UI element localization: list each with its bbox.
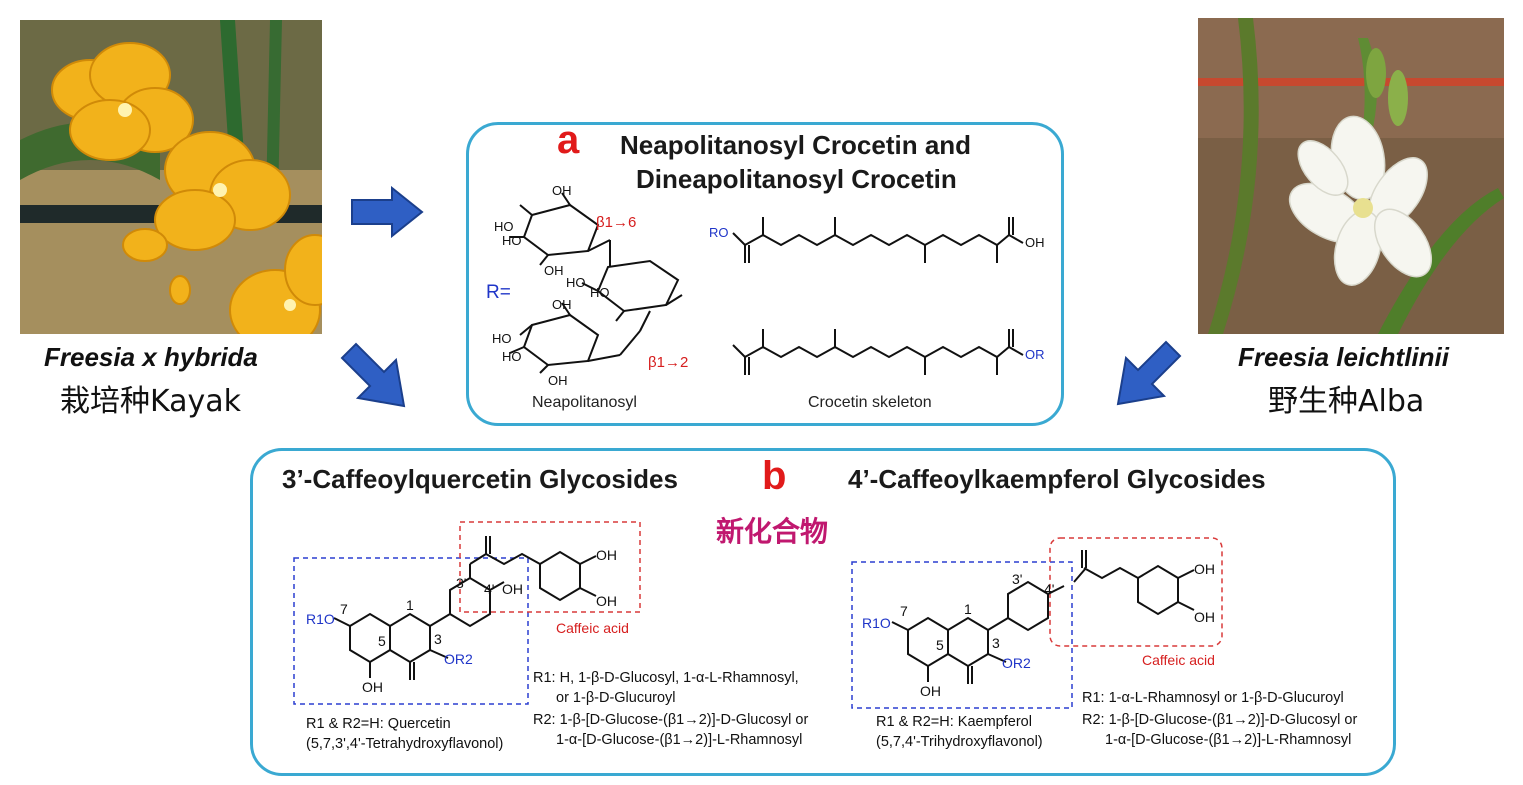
caffeic-acid-box-right — [1049, 537, 1223, 647]
photo-freesia-hybrida — [20, 20, 322, 334]
atom-4p-label: 4' — [484, 581, 494, 597]
atom-4p-label: 4' — [1044, 581, 1054, 597]
ho-label: HO — [494, 219, 514, 234]
quercetin-label-line1: R1 & R2=H: Quercetin — [306, 716, 451, 732]
atom-7-label: 7 — [340, 601, 348, 617]
beta12-label: β1→2 — [648, 354, 688, 371]
arrow-right-icon — [351, 186, 424, 238]
atom-1-label: 1 — [964, 601, 972, 617]
caffeic-acid-box-left — [459, 521, 641, 613]
quercetin-core-box — [293, 557, 529, 705]
kaempferol-r1-line1: R1: 1-α-L-Rhamnosyl or 1-β-D-Glucuroyl — [1082, 690, 1344, 706]
atom-3p-label: 3' — [456, 575, 466, 591]
panel-a-crocetin — [466, 122, 1064, 426]
arrow-down-left-icon — [1116, 340, 1182, 406]
ho-label: HO — [566, 275, 586, 290]
panel-b-right-title: 4’-Caffeoylkaempferol Glycosides — [848, 464, 1266, 494]
oh-label: OH — [596, 547, 617, 563]
caption-left-latin: Freesia x hybrida — [44, 342, 258, 372]
caffeic-acid-label-right: Caffeic acid — [1142, 652, 1215, 668]
kaempferol-label-line2: (5,7,4'-Trihydroxyflavonol) — [876, 734, 1043, 750]
neapolitanosyl-caption: Neapolitanosyl — [532, 394, 637, 411]
atom-3p-label: 3' — [1012, 571, 1022, 587]
quercetin-r1-line1: R1: H, 1-β-D-Glucosyl, 1-α-L-Rhamnosyl, — [533, 670, 799, 686]
caption-right-cn: 野生种Alba — [1268, 384, 1425, 419]
arrow-down-right-icon — [340, 342, 406, 408]
oh-label: OH — [1194, 561, 1215, 577]
quercetin-label-line2: (5,7,3',4'-Tetrahydroxyflavonol) — [306, 736, 504, 752]
crocetin-skeleton-caption: Crocetin skeleton — [808, 394, 932, 411]
panel-a-letter: a — [557, 118, 580, 162]
kaempferol-r2-line2: 1-α-[D-Glucose-(β1→2)]-L-Rhamnosyl — [1105, 732, 1352, 748]
ho-label: HO — [590, 285, 610, 300]
crocetin-structures: RO OH OR — [709, 217, 1045, 375]
oh-label: OH — [362, 679, 383, 695]
oh-label: OH — [548, 373, 568, 388]
oh-label: OH — [544, 263, 564, 278]
atom-3-label: 3 — [434, 631, 442, 647]
kaempferol-caffeoyl-structure: R1O 7 1 3 OR2 5 OH 3' 4' OH OH — [851, 537, 1223, 709]
kaempferol-core-box — [851, 561, 1073, 709]
photo-freesia-leichtlinii — [1198, 18, 1504, 334]
new-compound-label: 新化合物 — [716, 515, 829, 548]
quercetin-r2-line1: R2: 1-β-[D-Glucose-(β1→2)]-D-Glucosyl or — [533, 712, 809, 728]
ho-label: HO — [492, 331, 512, 346]
panel-a-title-line1: Neapolitanosyl Crocetin and — [620, 130, 972, 160]
neapolitanosyl-structure: OH HO HO OH HO HO OH HO HO OH β1→6 β1→2 — [492, 185, 688, 388]
oh-label: OH — [502, 581, 523, 597]
quercetin-r1-line2: or 1-β-D-Glucuroyl — [556, 690, 676, 706]
ro-label: RO — [709, 225, 729, 240]
or-label: OR — [1025, 347, 1045, 362]
r1o-label: R1O — [306, 611, 335, 627]
caffeic-acid-label-left: Caffeic acid — [556, 620, 629, 636]
caption-left-cn: 栽培种Kayak — [60, 384, 242, 419]
atom-3-label: 3 — [992, 635, 1000, 651]
kaempferol-r2-line1: R2: 1-β-[D-Glucose-(β1→2)]-D-Glucosyl or — [1082, 712, 1358, 728]
quercetin-r2-line2: 1-α-[D-Glucose-(β1→2)]-L-Rhamnosyl — [556, 732, 803, 748]
yellow-freesia-illustration — [20, 20, 322, 334]
or2-label: OR2 — [444, 651, 473, 667]
panel-b-letter: b — [762, 454, 787, 498]
white-freesia-illustration — [1198, 18, 1504, 334]
panel-a-title-line2: Dineapolitanosyl Crocetin — [636, 164, 957, 194]
atom-1-label: 1 — [406, 597, 414, 613]
r1o-label: R1O — [862, 615, 891, 631]
oh-label: OH — [920, 683, 941, 699]
panel-b-left-title: 3’-Caffeoylquercetin Glycosides — [282, 464, 678, 494]
oh-label: OH — [1025, 235, 1045, 250]
atom-5-label: 5 — [936, 637, 944, 653]
ho-label: HO — [502, 233, 522, 248]
oh-label: OH — [1194, 609, 1215, 625]
quercetin-caffeoyl-structure: R1O 7 1 3 OR2 5 OH 3' 4' OH OH OH — [293, 521, 641, 705]
r-equals-label: R= — [486, 282, 511, 303]
ho-label: HO — [502, 349, 522, 364]
atom-7-label: 7 — [900, 603, 908, 619]
oh-label: OH — [596, 593, 617, 609]
kaempferol-label-line1: R1 & R2=H: Kaempferol — [876, 714, 1032, 730]
beta16-label: β1→6 — [596, 214, 636, 231]
atom-5-label: 5 — [378, 633, 386, 649]
oh-label: OH — [552, 297, 572, 312]
or2-label: OR2 — [1002, 655, 1031, 671]
panel-b-flavonol-glycosides — [250, 448, 1396, 776]
oh-label: OH — [552, 185, 572, 198]
caption-right-latin: Freesia leichtlinii — [1238, 342, 1449, 372]
